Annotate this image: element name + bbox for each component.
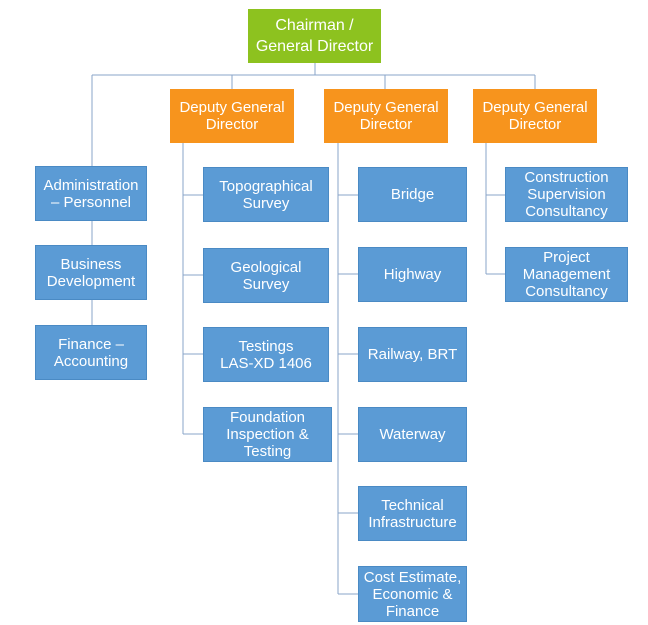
- bridge-box: Bridge: [358, 167, 467, 222]
- technical-infrastructure-box: Technical Infrastructure: [358, 486, 467, 541]
- geological-survey-box: Geological Survey: [203, 248, 329, 303]
- highway-box: Highway: [358, 247, 467, 302]
- project-management-box: Project Management Consultancy: [505, 247, 628, 302]
- cost-estimate-box: Cost Estimate, Economic & Finance: [358, 566, 467, 622]
- administration-personnel-box: Administration – Personnel: [35, 166, 147, 221]
- waterway-box: Waterway: [358, 407, 467, 462]
- deputy-general-director-2: Deputy General Director: [324, 89, 448, 143]
- testings-las-box: Testings LAS-XD 1406: [203, 327, 329, 382]
- business-development-box: Business Development: [35, 245, 147, 300]
- foundation-inspection-box: Foundation Inspection & Testing: [203, 407, 332, 462]
- deputy-general-director-3: Deputy General Director: [473, 89, 597, 143]
- deputy-general-director-1: Deputy General Director: [170, 89, 294, 143]
- finance-accounting-box: Finance – Accounting: [35, 325, 147, 380]
- topographical-survey-box: Topographical Survey: [203, 167, 329, 222]
- chairman-box: Chairman / General Director: [248, 9, 381, 63]
- railway-brt-box: Railway, BRT: [358, 327, 467, 382]
- construction-supervision-box: Construction Supervision Consultancy: [505, 167, 628, 222]
